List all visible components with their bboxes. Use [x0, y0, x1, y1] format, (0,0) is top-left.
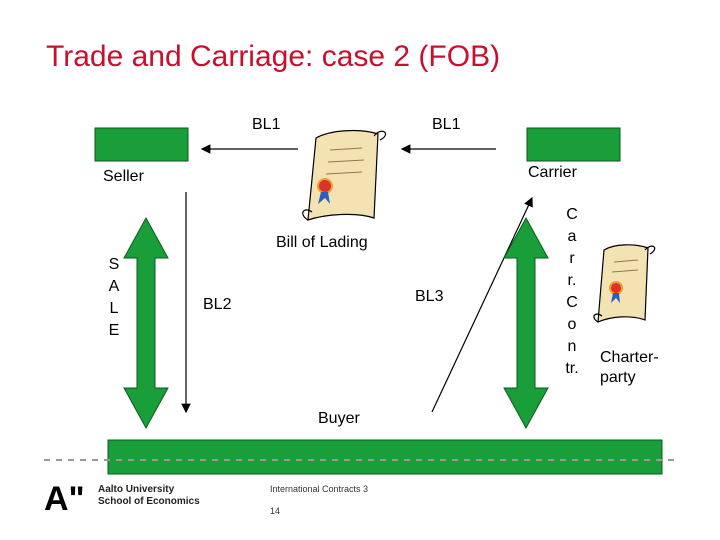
- charterparty-label: Charter- party: [600, 349, 659, 386]
- seller-box: [94, 127, 189, 162]
- bl3-diagonal-arrow: [431, 196, 533, 413]
- bl1-right-label: BL1: [432, 116, 461, 133]
- carriage-double-arrow: [503, 216, 549, 430]
- buyer-bar: [107, 439, 663, 475]
- course-name: International Contracts 3: [270, 484, 369, 494]
- seller-label: Seller: [103, 168, 144, 185]
- university-name: Aalto University School of Economics: [98, 484, 200, 507]
- sale-double-arrow: [123, 216, 169, 430]
- bl1-left-label: BL1: [252, 116, 281, 133]
- aalto-logo-mark: A": [44, 480, 85, 518]
- buyer-label: Buyer: [318, 410, 360, 427]
- carrier-label: Carrier: [528, 164, 577, 181]
- bl3-label: BL3: [415, 288, 444, 305]
- bill-of-lading-label: Bill of Lading: [276, 234, 368, 251]
- charterparty-scroll-icon: [593, 244, 656, 323]
- bl2-label: BL2: [203, 296, 232, 313]
- page-number: 14: [270, 506, 281, 516]
- carriage-contract-vertical-label: C a r r. C o n tr.: [565, 206, 579, 377]
- page-title: Trade and Carriage: case 2 (FOB): [46, 40, 501, 73]
- bill-of-lading-scroll-icon: [302, 129, 387, 221]
- sale-vertical-label: S A L E: [108, 256, 120, 339]
- carrier-box: [526, 127, 621, 162]
